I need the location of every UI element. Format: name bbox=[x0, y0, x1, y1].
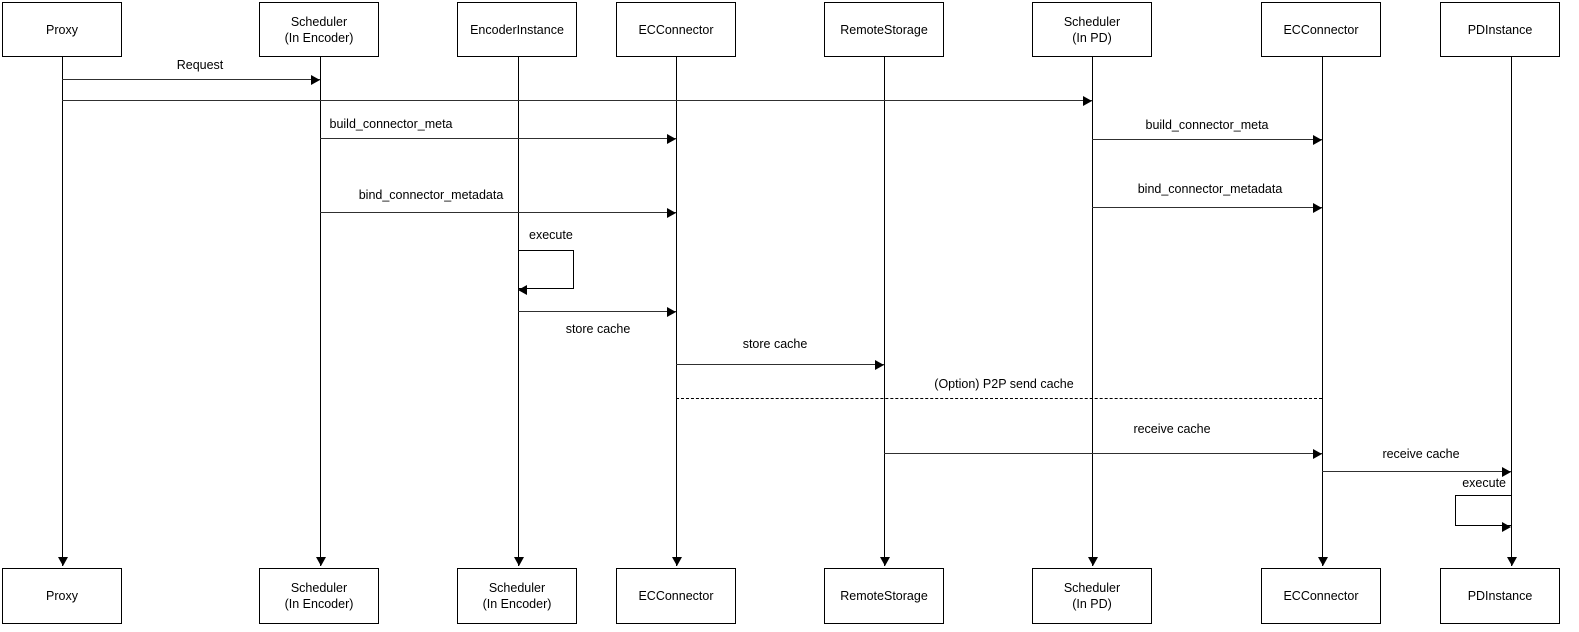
message-line-m8 bbox=[676, 364, 884, 365]
participant-foot-ec_right[interactable]: ECConnector bbox=[1261, 568, 1381, 624]
lifeline-ec_right bbox=[1322, 57, 1323, 566]
message-arrow-icon-m5 bbox=[667, 208, 676, 218]
participant-foot-ec_left[interactable]: ECConnector bbox=[616, 568, 736, 624]
message-line-m6 bbox=[1092, 207, 1322, 208]
participant-head-sched_enc[interactable]: Scheduler (In Encoder) bbox=[259, 2, 379, 57]
message-arrow-icon-m3 bbox=[667, 134, 676, 144]
lifeline-end-arrow-icon-ec_right bbox=[1318, 557, 1328, 566]
participant-head-pd_inst[interactable]: PDInstance bbox=[1440, 2, 1560, 57]
lifeline-sched_enc bbox=[320, 57, 321, 566]
participant-foot-encoder_inst[interactable]: Scheduler (In Encoder) bbox=[457, 568, 577, 624]
message-arrow-icon-m8 bbox=[875, 360, 884, 370]
participant-foot-proxy[interactable]: Proxy bbox=[2, 568, 122, 624]
message-label-m10: receive cache bbox=[1133, 422, 1211, 436]
participant-head-remote[interactable]: RemoteStorage bbox=[824, 2, 944, 57]
message-line-m5 bbox=[320, 212, 676, 213]
message-arrow-icon-m11 bbox=[1502, 467, 1511, 477]
message-label-m5: bind_connector_metadata bbox=[358, 188, 504, 202]
message-line-m4 bbox=[1092, 139, 1322, 140]
lifeline-end-arrow-icon-pd_inst bbox=[1507, 557, 1517, 566]
message-label-m9: (Option) P2P send cache bbox=[934, 377, 1074, 391]
lifeline-end-arrow-icon-remote bbox=[880, 557, 890, 566]
message-line-m10 bbox=[884, 453, 1322, 454]
message-line-m3 bbox=[320, 138, 676, 139]
lifeline-ec_left bbox=[676, 57, 677, 566]
participant-head-encoder_inst[interactable]: EncoderInstance bbox=[457, 2, 577, 57]
message-arrow-icon-m2 bbox=[1083, 96, 1092, 106]
participant-head-proxy[interactable]: Proxy bbox=[2, 2, 122, 57]
lifeline-pd_inst bbox=[1511, 57, 1512, 566]
self-message-loop-s1 bbox=[518, 250, 574, 289]
message-arrow-icon-m4 bbox=[1313, 135, 1322, 145]
lifeline-remote bbox=[884, 57, 885, 566]
participant-head-ec_left[interactable]: ECConnector bbox=[616, 2, 736, 57]
message-label-m8: store cache bbox=[742, 337, 808, 351]
message-label-m4: build_connector_meta bbox=[1145, 118, 1269, 132]
participant-foot-remote[interactable]: RemoteStorage bbox=[824, 568, 944, 624]
message-line-m11 bbox=[1322, 471, 1511, 472]
message-line-m1 bbox=[62, 79, 320, 80]
self-message-label-s1: execute bbox=[529, 228, 573, 242]
message-arrow-icon-m10 bbox=[1313, 449, 1322, 459]
message-label-m1: Request bbox=[176, 58, 224, 72]
participant-foot-sched_pd[interactable]: Scheduler (In PD) bbox=[1032, 568, 1152, 624]
message-label-m11: receive cache bbox=[1382, 447, 1460, 461]
self-message-arrow-icon-s1 bbox=[518, 285, 527, 295]
message-line-m7 bbox=[518, 311, 676, 312]
lifeline-end-arrow-icon-ec_left bbox=[672, 557, 682, 566]
message-arrow-icon-m1 bbox=[311, 75, 320, 85]
participant-foot-pd_inst[interactable]: PDInstance bbox=[1440, 568, 1560, 624]
participant-head-ec_right[interactable]: ECConnector bbox=[1261, 2, 1381, 57]
lifeline-sched_pd bbox=[1092, 57, 1093, 566]
participant-head-sched_pd[interactable]: Scheduler (In PD) bbox=[1032, 2, 1152, 57]
message-arrow-icon-m6 bbox=[1313, 203, 1322, 213]
message-label-m7: store cache bbox=[565, 322, 631, 336]
message-label-m3: build_connector_meta bbox=[329, 117, 453, 131]
lifeline-proxy bbox=[62, 57, 63, 566]
participant-foot-sched_enc[interactable]: Scheduler (In Encoder) bbox=[259, 568, 379, 624]
lifeline-end-arrow-icon-sched_pd bbox=[1088, 557, 1098, 566]
message-label-m6: bind_connector_metadata bbox=[1137, 182, 1283, 196]
self-message-label-s2: execute bbox=[1462, 476, 1506, 490]
message-line-m2 bbox=[62, 100, 1092, 101]
message-line-m9 bbox=[676, 398, 1322, 399]
self-message-loop-s2 bbox=[1455, 495, 1511, 526]
message-arrow-icon-m7 bbox=[667, 307, 676, 317]
self-message-arrow-icon-s2 bbox=[1502, 522, 1511, 532]
lifeline-end-arrow-icon-sched_enc bbox=[316, 557, 326, 566]
lifeline-end-arrow-icon-proxy bbox=[58, 557, 68, 566]
lifeline-end-arrow-icon-encoder_inst bbox=[514, 557, 524, 566]
